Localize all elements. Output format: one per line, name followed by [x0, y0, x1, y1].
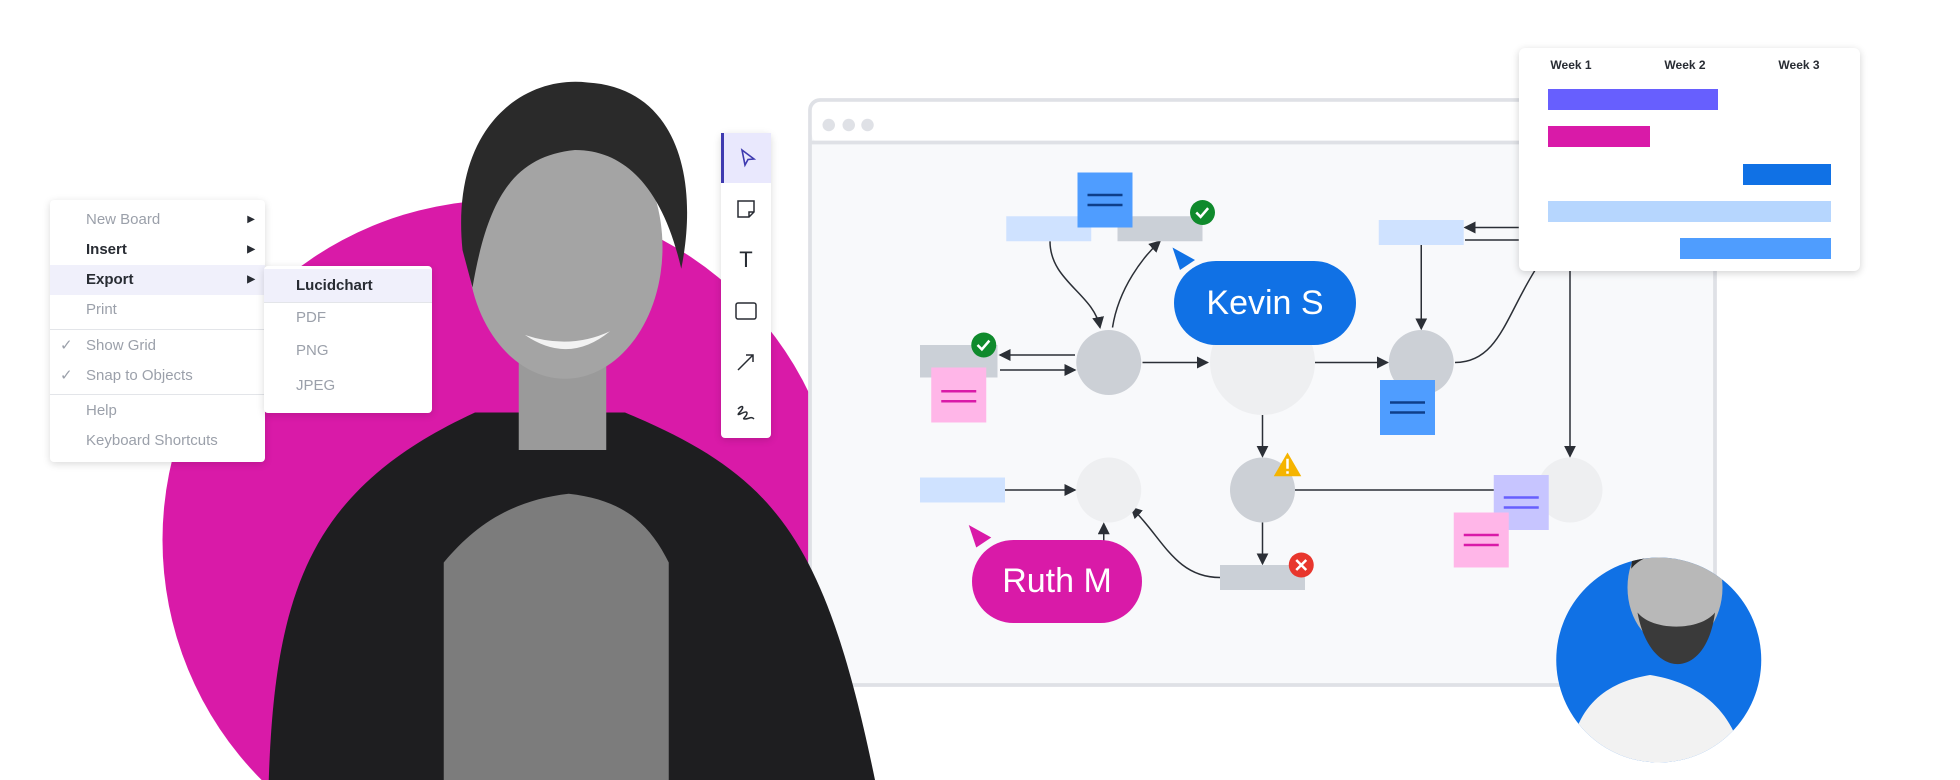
sticky-note[interactable] — [931, 367, 987, 423]
submenu-item-png[interactable]: PNG — [264, 336, 432, 366]
menu-divider — [50, 394, 265, 395]
submenu-arrow-icon: ▶ — [247, 274, 255, 285]
process-box — [1006, 216, 1092, 242]
menu-item-snap-to-objects[interactable]: ✓ Snap to Objects — [50, 361, 265, 391]
draw-tool-button[interactable] — [721, 388, 771, 438]
select-tool-button[interactable] — [721, 133, 771, 183]
diagram-connectors — [998, 221, 1576, 579]
menu-divider — [50, 329, 265, 330]
submenu-item-label: PDF — [296, 309, 326, 326]
check-icon — [1190, 200, 1215, 225]
submenu-item-label: PNG — [296, 342, 329, 359]
week-label: Week 1 — [1550, 58, 1592, 72]
warning-icon — [1273, 452, 1302, 477]
gantt-bar[interactable] — [1548, 126, 1650, 147]
process-box — [1378, 220, 1464, 245]
check-icon: ✓ — [60, 367, 73, 384]
menu-item-label: Insert — [86, 241, 127, 258]
process-box — [920, 477, 1005, 503]
node-circle — [1076, 330, 1142, 395]
woman-photo — [268, 81, 875, 780]
node-circle — [1537, 457, 1603, 523]
collaborator-label-ruth: Ruth M — [972, 540, 1142, 623]
menu-item-show-grid[interactable]: ✓ Show Grid — [50, 331, 265, 361]
text-icon: T — [739, 247, 753, 272]
collaborator-label-kevin: Kevin S — [1174, 261, 1356, 345]
menu-item-label: Keyboard Shortcuts — [86, 432, 218, 449]
line-tool-button[interactable] — [721, 337, 771, 387]
submenu-item-pdf[interactable]: PDF — [264, 303, 432, 333]
error-icon — [1288, 552, 1314, 578]
week-label: Week 2 — [1664, 58, 1706, 72]
menu-item-label: Help — [86, 402, 117, 419]
menu-item-export[interactable]: Export ▶ — [50, 265, 265, 295]
menu-item-label: New Board — [86, 211, 161, 228]
context-menu: New Board ▶ Insert ▶ Export ▶ Print ✓ Show G… — [50, 200, 265, 462]
menu-item-insert[interactable]: Insert ▶ — [50, 235, 265, 265]
submenu-arrow-icon: ▶ — [247, 214, 255, 225]
gantt-bar[interactable] — [1680, 238, 1831, 259]
rectangle-icon — [735, 302, 757, 320]
menu-item-label: Show Grid — [86, 337, 157, 354]
menu-item-label: Export — [86, 271, 134, 288]
submenu-arrow-icon: ▶ — [247, 244, 255, 255]
man-photo — [1556, 557, 1762, 763]
submenu-item-label: JPEG — [296, 377, 336, 394]
week-label: Week 3 — [1778, 58, 1820, 72]
drawing-toolbar: T — [721, 133, 771, 438]
check-icon — [971, 332, 997, 358]
cursor-ruth-icon — [968, 525, 992, 548]
submenu-item-jpeg[interactable]: JPEG — [264, 371, 432, 401]
menu-item-new-board[interactable]: New Board ▶ — [50, 205, 265, 235]
node-circle — [1076, 457, 1142, 523]
export-submenu: Lucidchart PDF PNG JPEG — [264, 266, 432, 413]
menu-item-keyboard-shortcuts[interactable]: Keyboard Shortcuts — [50, 426, 265, 456]
gantt-chart-card: Week 1 Week 2 Week 3 — [1519, 48, 1860, 271]
gantt-bar[interactable] — [1548, 89, 1718, 110]
menu-item-label: Snap to Objects — [86, 367, 193, 384]
gantt-bar[interactable] — [1548, 201, 1831, 222]
gantt-bar[interactable] — [1743, 164, 1831, 185]
text-tool-button[interactable]: T — [721, 235, 771, 285]
menu-item-help[interactable]: Help — [50, 396, 265, 426]
cursor-kevin-icon — [1172, 247, 1195, 270]
submenu-item-label: Lucidchart — [296, 277, 373, 294]
line-arrow-icon — [737, 354, 754, 371]
sticky-note-tool-button[interactable] — [721, 184, 771, 234]
sticky-note-icon — [737, 200, 755, 218]
check-icon: ✓ — [60, 337, 73, 354]
sticky-note[interactable] — [1453, 512, 1509, 568]
rectangle-tool-button[interactable] — [721, 286, 771, 336]
menu-item-label: Print — [86, 301, 117, 318]
node-circle — [1388, 330, 1454, 395]
sticky-note[interactable] — [1380, 380, 1435, 435]
sticky-note[interactable] — [1077, 172, 1133, 228]
collaborator-name: Ruth M — [1002, 562, 1112, 600]
select-arrow-icon — [740, 148, 756, 168]
menu-item-print[interactable]: Print — [50, 295, 265, 325]
freehand-draw-icon — [737, 405, 755, 420]
collaborator-name: Kevin S — [1206, 283, 1324, 322]
submenu-item-lucidchart[interactable]: Lucidchart — [264, 269, 432, 303]
